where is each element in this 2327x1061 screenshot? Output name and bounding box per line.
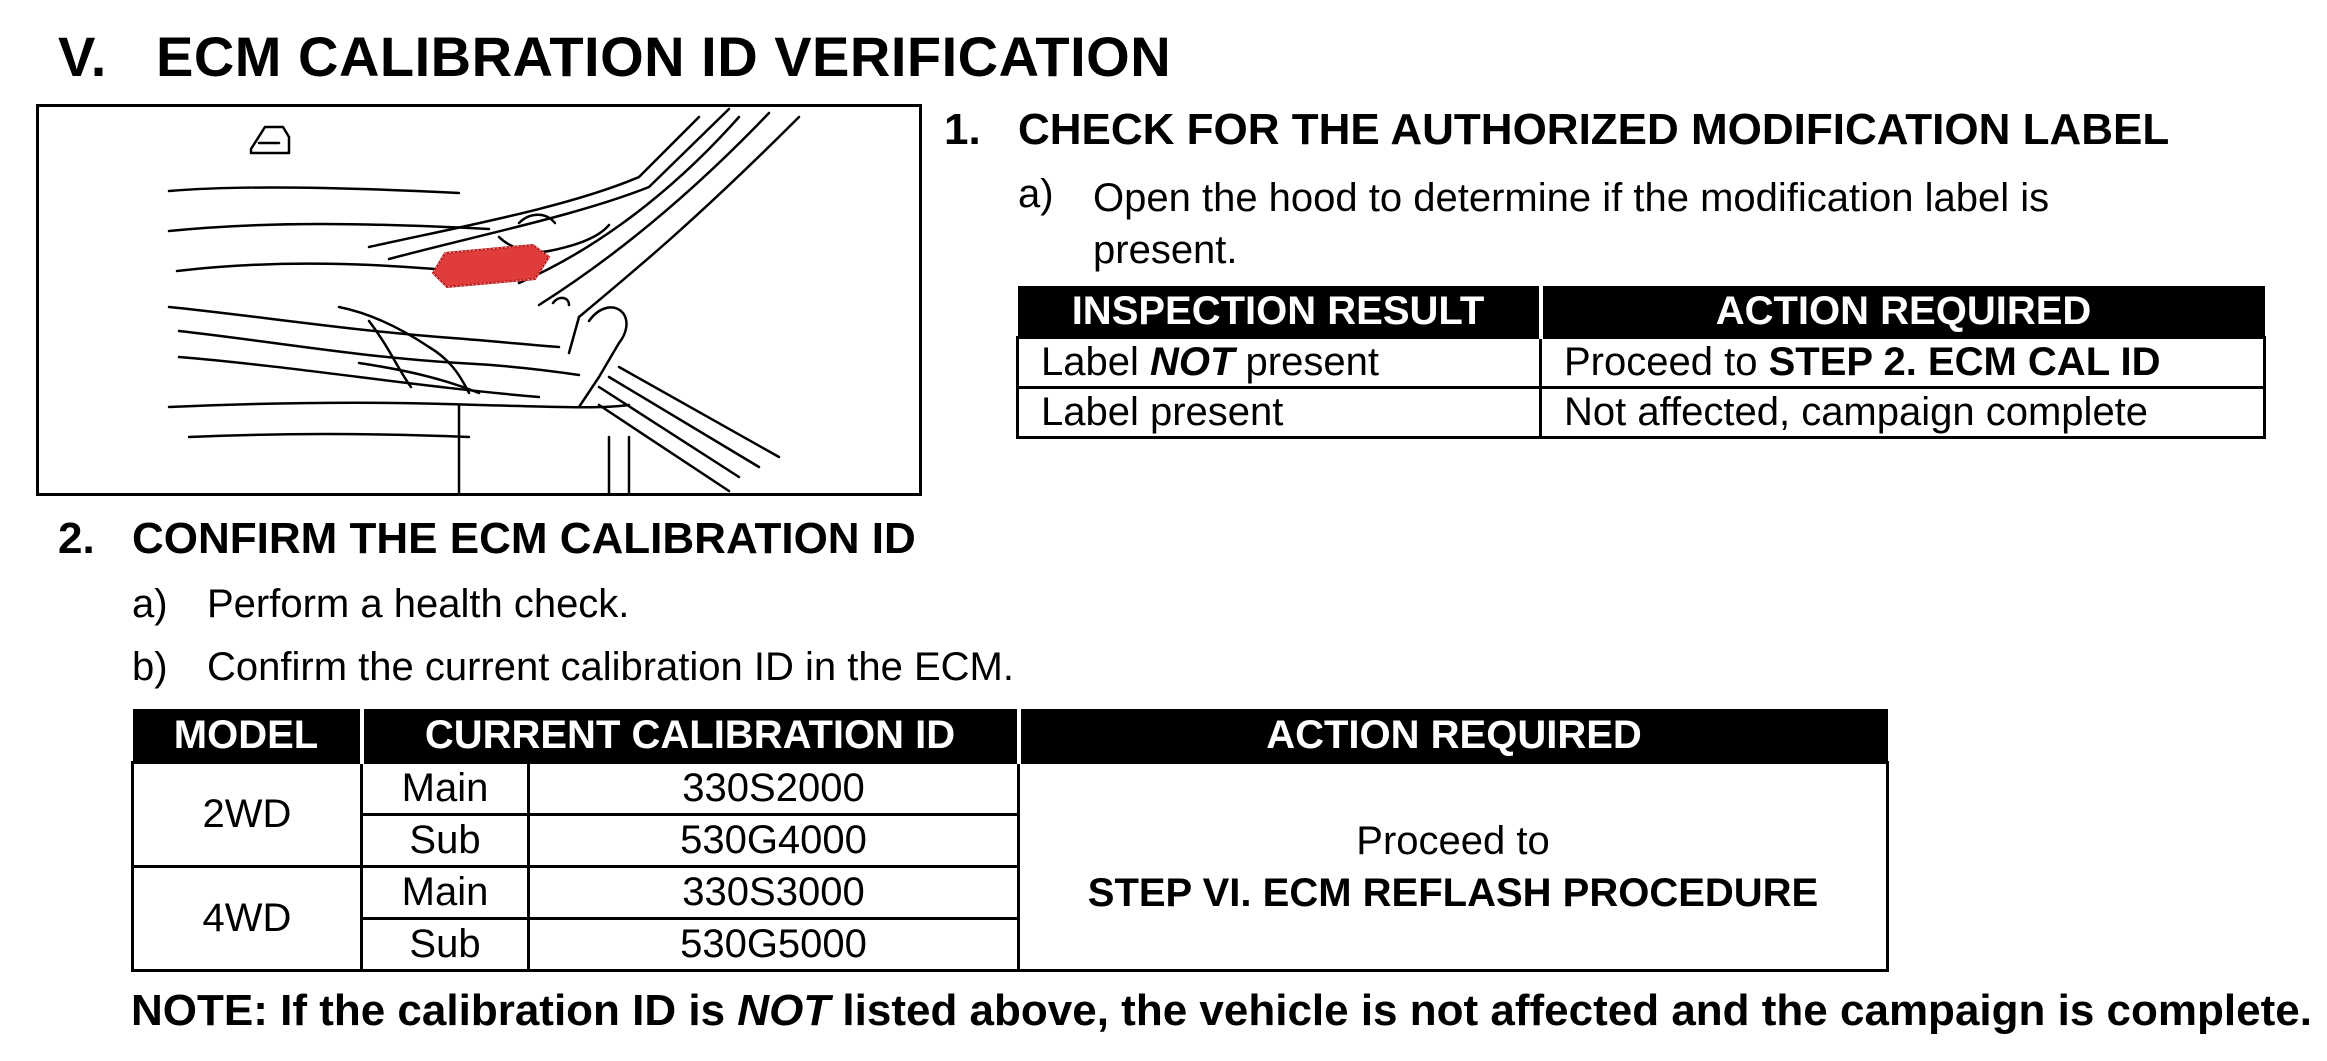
- calibration-id-table: MODEL CURRENT CALIBRATION ID ACTION REQU…: [131, 709, 1889, 972]
- table-row: 2WD Main 330S2000 Proceed to STEP VI. EC…: [131, 761, 1889, 972]
- note-text: NOTE: If the calibration ID is NOT liste…: [131, 986, 2312, 1036]
- ecm-type-cell: Main: [360, 761, 530, 816]
- action-step-reference: STEP 2. ECM CAL ID: [1768, 340, 2161, 384]
- model-header: MODEL: [132, 709, 364, 763]
- ecm-type-cell: Main: [360, 865, 530, 920]
- action-prefix: Proceed to: [1564, 340, 1769, 384]
- hood-illustration-drawing: [167, 107, 801, 495]
- result-emphasis: NOT: [1149, 340, 1235, 384]
- table-row: Label NOT present Proceed to STEP 2. ECM…: [1016, 336, 2266, 389]
- section-title: ECM CALIBRATION ID VERIFICATION: [156, 25, 1172, 88]
- action-required-header: ACTION REQUIRED: [1540, 286, 2265, 338]
- inspection-result-header: INSPECTION RESULT: [1017, 286, 1543, 338]
- calibration-id-cell: 530G4000: [527, 813, 1020, 868]
- hood-label-location-illustration: [36, 104, 922, 496]
- step2-a-text: Perform a health check.: [207, 582, 630, 626]
- step2-b-letter: b): [132, 645, 168, 689]
- action-line-2: STEP VI. ECM REFLASH PROCEDURE: [1087, 870, 1819, 915]
- step1-number: 1.: [944, 105, 981, 154]
- calibration-id-header: CURRENT CALIBRATION ID: [361, 709, 1021, 763]
- calibration-id-cell: 330S3000: [527, 865, 1020, 920]
- table-row: Sub 530G5000: [133, 917, 1888, 972]
- inspection-result-cell: Label NOT present: [1016, 336, 1542, 389]
- calibration-id-cell: 530G5000: [527, 917, 1020, 972]
- step1-heading: 1. CHECK FOR THE AUTHORIZED MODIFICATION …: [944, 105, 2169, 155]
- calibration-id-cell: 330S2000: [527, 761, 1020, 816]
- step2-number: 2.: [58, 514, 95, 563]
- inspection-result-table: INSPECTION RESULT ACTION REQUIRED Label …: [1016, 286, 2266, 439]
- action-required-header: ACTION REQUIRED: [1018, 709, 1888, 763]
- action-required-cell: Proceed to STEP VI. ECM REFLASH PROCEDUR…: [1017, 761, 1889, 972]
- section-heading: V. ECM CALIBRATION ID VERIFICATION: [58, 24, 1171, 89]
- note-suffix: listed above, the vehicle is not affecte…: [830, 986, 2312, 1035]
- step2-title: CONFIRM THE ECM CALIBRATION ID: [132, 514, 916, 563]
- result-prefix: Label: [1041, 340, 1150, 384]
- step1-a-letter: a): [1018, 172, 1054, 216]
- ecm-type-cell: Sub: [360, 813, 530, 868]
- result-suffix: present: [1234, 340, 1379, 384]
- table-row: 4WD Main 330S3000: [131, 865, 1888, 972]
- modification-label-highlight: [431, 243, 551, 289]
- table-row: Label present Not affected, campaign com…: [1016, 386, 2266, 439]
- inspection-result-cell: Label present: [1016, 386, 1542, 439]
- model-cell: 4WD: [131, 865, 363, 972]
- step2-a-letter: a): [132, 582, 168, 626]
- action-required-cell: Proceed to STEP 2. ECM CAL ID: [1539, 336, 2266, 389]
- table-row: Sub 530G4000: [133, 813, 1888, 868]
- note-emphasis: NOT: [737, 986, 831, 1035]
- model-cell: 2WD: [131, 761, 363, 868]
- action-required-cell: Not affected, campaign complete: [1539, 386, 2266, 439]
- step1-title: CHECK FOR THE AUTHORIZED MODIFICATION LA…: [1018, 105, 2170, 154]
- step1-a-text: Open the hood to determine if the modifi…: [1093, 176, 2050, 272]
- step2-heading: 2. CONFIRM THE ECM CALIBRATION ID: [58, 514, 916, 564]
- ecm-type-cell: Sub: [360, 917, 530, 972]
- note-prefix: NOTE: If the calibration ID is: [131, 986, 738, 1035]
- section-number: V.: [58, 25, 107, 88]
- action-line-1: Proceed to: [1356, 818, 1550, 863]
- step2-b-text: Confirm the current calibration ID in th…: [207, 645, 1014, 689]
